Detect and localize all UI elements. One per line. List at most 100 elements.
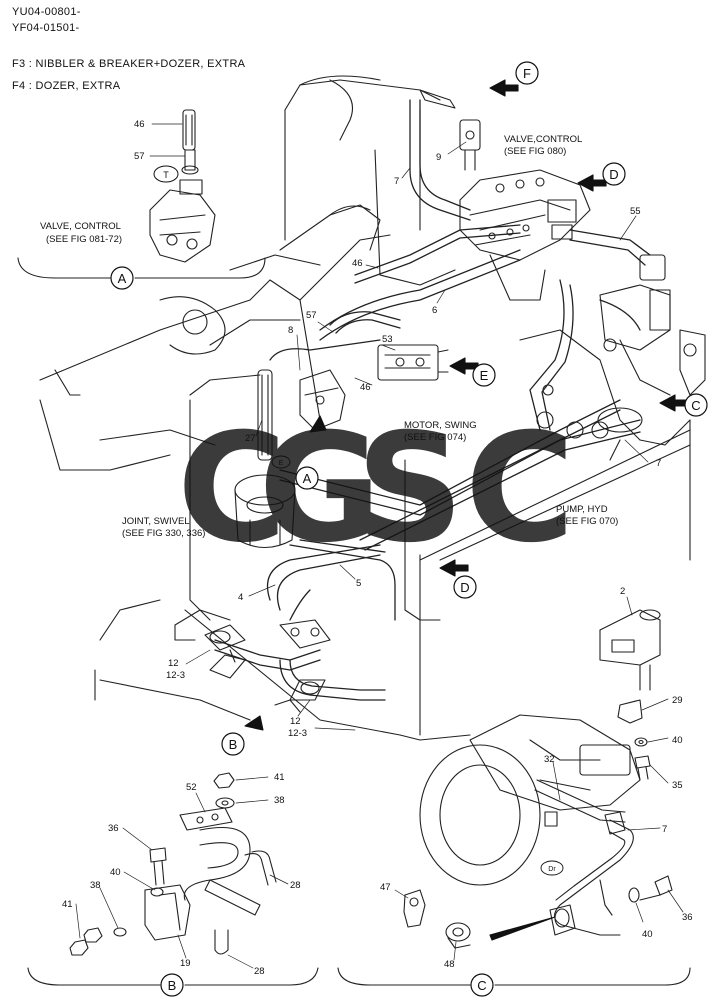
part-label: 52: [186, 782, 197, 793]
watermark-c-green: C: [465, 402, 575, 576]
leader-lines: [75, 123, 684, 969]
note-motor-swing-2: (SEE FIG 074): [404, 432, 466, 443]
callout-f: F: [515, 61, 539, 85]
svg-text:E: E: [480, 368, 489, 383]
footnote-f4-text: DOZER, EXTRA: [35, 80, 121, 92]
serial-range-2: YF04-01501-: [12, 22, 80, 34]
part-label: 38: [274, 795, 285, 806]
note-valve-control-a-1: VALVE, CONTROL: [40, 221, 121, 232]
part-label: 53: [382, 334, 393, 345]
callout-d-bottom: D: [453, 575, 477, 599]
svg-text:Dr: Dr: [548, 866, 556, 873]
part-label: 4: [238, 592, 243, 603]
arrow-b-icon: [244, 715, 264, 731]
part-label: 12: [290, 716, 301, 727]
footnote-f3-code: F3: [12, 58, 26, 70]
valve-8: [299, 369, 346, 431]
part-label: 48: [444, 959, 455, 970]
part-labels: 46 57 9 7 55 46 6 8 57 53 46 27 7 4 5 12…: [62, 119, 693, 977]
arrow-d-bottom-icon: [439, 559, 469, 577]
arrow-c-icon: [659, 394, 689, 412]
svg-text:B: B: [168, 978, 177, 993]
part-label: 41: [274, 772, 285, 783]
svg-text:F: F: [523, 66, 531, 81]
footnote-f4: F4 : DOZER, EXTRA: [12, 80, 120, 92]
valve-53: [377, 344, 449, 381]
part-label: 36: [108, 823, 119, 834]
note-motor-swing-1: MOTOR, SWING: [404, 420, 477, 431]
part-label: 38: [90, 880, 101, 891]
part-label: 8: [288, 325, 293, 336]
part-label: 9: [436, 152, 441, 163]
part-label: 28: [290, 880, 301, 891]
watermark-c-blue: C: [177, 402, 287, 576]
callout-a: A: [295, 466, 319, 490]
svg-text:C: C: [691, 398, 700, 413]
swivel-joint: [234, 369, 296, 549]
part-label: 46: [360, 382, 371, 393]
detail-c: [337, 609, 691, 986]
part-label: 19: [180, 958, 191, 969]
note-valve-control-a-2: (SEE FIG 081-72): [46, 234, 122, 245]
svg-text:B: B: [229, 737, 238, 752]
part-label: 7: [662, 824, 667, 835]
note-pump-hyd-1: PUMP, HYD: [556, 504, 608, 515]
view-callouts: A F D E C A D B B C T E Dr: [110, 61, 708, 997]
callout-dr: Dr: [540, 860, 564, 876]
callout-t: T: [153, 165, 179, 183]
footnote-f3-text: NIBBLER & BREAKER+DOZER, EXTRA: [35, 58, 246, 70]
part-label: 7: [394, 176, 399, 187]
svg-text:A: A: [118, 271, 127, 286]
watermark-g-red: G: [258, 402, 381, 576]
callout-e: E: [472, 363, 496, 387]
part-label: 7: [656, 458, 661, 469]
part-label: 57: [134, 151, 145, 162]
view-arrows: [244, 79, 689, 941]
svg-text:C: C: [477, 978, 486, 993]
part-label: 41: [62, 899, 73, 910]
watermark: C G S C: [177, 402, 575, 576]
footnote-f4-sep: :: [28, 80, 33, 92]
note-joint-swivel-2: (SEE FIG 330, 336): [122, 528, 205, 539]
footnote-f3-sep: :: [28, 58, 33, 70]
svg-text:A: A: [303, 471, 312, 486]
part-label: 46: [352, 258, 363, 269]
note-joint-swivel-1: JOINT, SWIVEL: [122, 516, 190, 527]
part-label: 40: [110, 867, 121, 878]
notes: VALVE, CONTROL (SEE FIG 081-72) VALVE,CO…: [40, 134, 618, 539]
footnote-f4-code: F4: [12, 80, 26, 92]
part-label: 29: [672, 695, 683, 706]
part-label: 57: [306, 310, 317, 321]
part-label: 36: [682, 912, 693, 923]
callout-e-small: E: [271, 455, 291, 469]
svg-text:E: E: [279, 460, 284, 467]
part-label: 12-3: [166, 670, 185, 681]
watermark-s-yellow: S: [356, 402, 464, 576]
note-pump-hyd-2: (SEE FIG 070): [556, 516, 618, 527]
clamp-12-center: [274, 619, 331, 713]
svg-text:D: D: [609, 167, 618, 182]
svg-text:D: D: [460, 580, 469, 595]
arrow-a-icon: [309, 415, 327, 433]
note-valve-control-1: VALVE,CONTROL: [504, 134, 582, 145]
part-label: 27: [245, 433, 256, 444]
part-label: 40: [642, 929, 653, 940]
detail-b: [27, 772, 319, 986]
part-label: 46: [134, 119, 145, 130]
part-label: 28: [254, 966, 265, 977]
svg-text:T: T: [163, 170, 169, 180]
detail-a: [17, 109, 266, 279]
control-valve-main: [459, 169, 591, 301]
pump-hyd-main: [536, 254, 706, 439]
fitting-9: [419, 89, 481, 171]
footnote-f3: F3 : NIBBLER & BREAKER+DOZER, EXTRA: [12, 58, 245, 70]
clamp-12-left: [204, 624, 246, 679]
callout-c: C: [684, 393, 708, 417]
note-valve-control-2: (SEE FIG 080): [504, 146, 566, 157]
part-label: 32: [544, 754, 555, 765]
part-label: 35: [672, 780, 683, 791]
arrow-d-top-icon: [577, 174, 607, 192]
part-label: 5: [356, 578, 361, 589]
part-label: 47: [380, 882, 391, 893]
